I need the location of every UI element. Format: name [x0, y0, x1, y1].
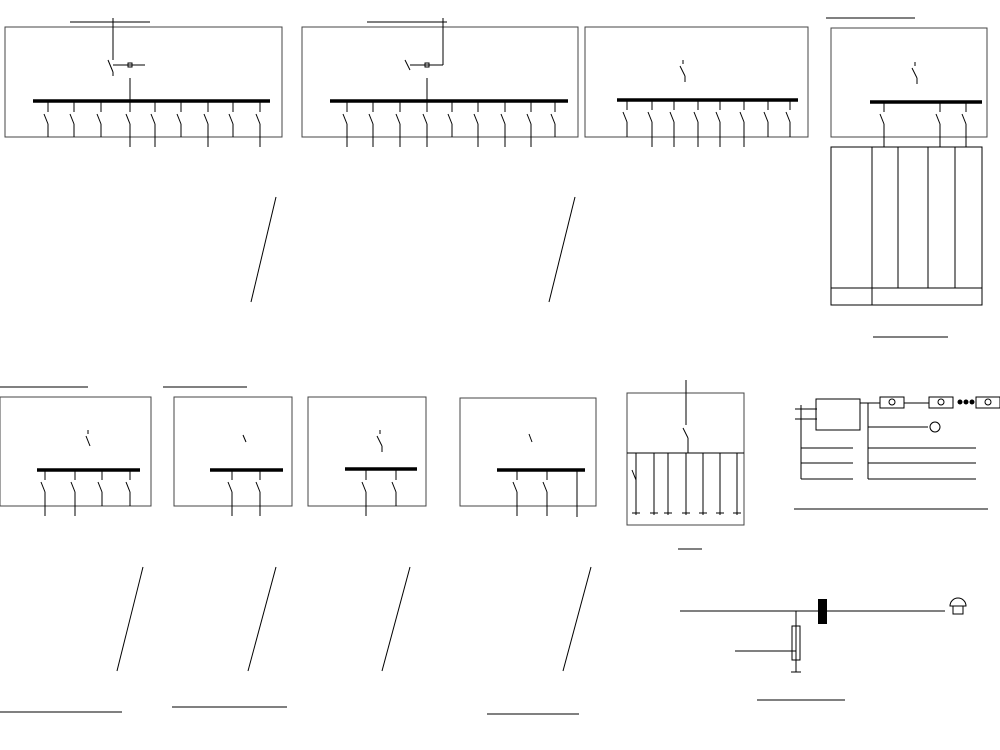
feeder-line	[715, 111, 721, 123]
feeder-line	[227, 481, 233, 493]
distribution-panel-8	[459, 397, 597, 715]
feeder-line	[361, 481, 367, 493]
feeder-line	[40, 481, 46, 493]
feeder-line	[176, 113, 182, 125]
feeder-line	[228, 113, 234, 125]
distribution-panel-3	[584, 26, 809, 138]
feeder-line	[96, 113, 102, 125]
feeder-line	[97, 481, 103, 493]
feeder-line	[935, 113, 941, 125]
feeder-line	[342, 113, 348, 125]
lighting-circuit	[794, 396, 1000, 510]
feeder-line	[203, 113, 209, 125]
leader-line	[250, 196, 277, 303]
schedule-table	[830, 146, 983, 306]
feeder-line	[255, 481, 261, 493]
feeder-line	[631, 469, 637, 481]
feeder-line	[961, 113, 967, 125]
feeder-line	[473, 113, 479, 125]
distribution-panel-6	[163, 386, 293, 708]
feeder-line	[368, 113, 374, 125]
feeder-line	[447, 113, 453, 125]
feeder-line	[622, 111, 628, 123]
feeder-line	[763, 111, 769, 123]
feeder-line	[550, 113, 556, 125]
feeder-line	[422, 113, 428, 125]
feeder-line	[879, 113, 885, 125]
feeder-line	[542, 481, 548, 493]
feeder-line	[69, 113, 75, 125]
distribution-panel-7	[307, 396, 427, 672]
feeder-line	[500, 113, 506, 125]
feeder-line	[125, 113, 131, 125]
distribution-panel-4	[826, 17, 988, 338]
feeder-line	[739, 111, 745, 123]
feeder-line	[70, 481, 76, 493]
feeder-line	[395, 113, 401, 125]
bell-circuit	[680, 597, 967, 701]
feeder-line	[526, 113, 532, 125]
feeder-line	[785, 111, 791, 123]
leader-line	[548, 196, 576, 303]
feeder-line	[391, 481, 397, 493]
distribution-panel-2	[301, 18, 579, 138]
feeder-line	[125, 481, 131, 493]
distribution-panel-1	[4, 18, 283, 138]
distribution-panel-5	[0, 386, 152, 713]
feeder-circuits	[40, 100, 967, 516]
feeder-line	[669, 111, 675, 123]
feeder-line	[150, 113, 156, 125]
feeder-line	[43, 113, 49, 125]
feeder-line	[512, 481, 518, 493]
feeder-line	[255, 113, 261, 125]
feeder-line	[647, 111, 653, 123]
feeder-line	[693, 111, 699, 123]
